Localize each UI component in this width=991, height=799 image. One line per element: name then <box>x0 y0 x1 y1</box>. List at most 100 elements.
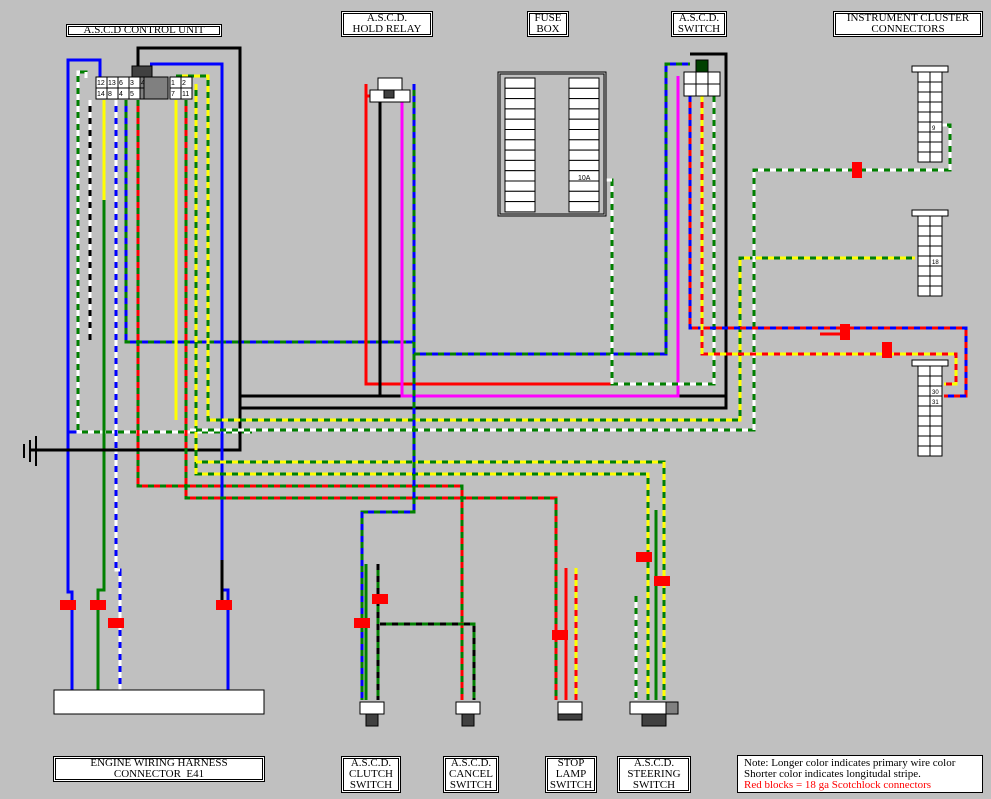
cluster-pin <box>917 71 931 83</box>
cluster-pin <box>929 131 943 143</box>
clutch-switch-connector <box>359 701 385 715</box>
cluster-pin <box>929 215 943 227</box>
wire-black-relay-lower <box>240 396 728 410</box>
fuse-slot-right <box>568 129 600 141</box>
cluster-pin <box>929 245 943 257</box>
cluster-pin-label: 31 <box>932 400 939 406</box>
switch-pin <box>707 83 721 97</box>
cluster-cap <box>911 359 949 367</box>
cluster-pin <box>917 265 931 277</box>
scotchlock-block <box>60 600 76 610</box>
stop-lamp-connector <box>557 701 583 715</box>
fuse-label-10a: 10A <box>578 175 591 182</box>
wire-blue-right-harness <box>150 62 230 690</box>
cu-pin-label: 12 <box>97 80 105 87</box>
cu-pin-label: 6 <box>119 80 123 87</box>
cluster-pin <box>917 395 931 407</box>
fuse-slot-left <box>504 180 536 192</box>
cluster-pin <box>929 91 943 103</box>
switch-pin <box>695 71 709 85</box>
cluster-pin <box>929 435 943 447</box>
wire-yellow-green-cluster <box>176 74 915 422</box>
scotchlock-block <box>216 600 232 610</box>
cu-pin-label: 14 <box>97 91 105 98</box>
wire-magenta-switch <box>400 76 680 398</box>
cluster-pin <box>917 245 931 257</box>
note-line-3: Red blocks = 18 ga Scotchlock connectors <box>744 779 932 791</box>
cluster-pin <box>917 415 931 427</box>
cu-pin-label: 11 <box>182 91 189 98</box>
label-ascd-control-unit: A.S.C.D CONTROL UNIT <box>66 24 222 37</box>
fuse-slot-left <box>504 77 536 89</box>
cluster-cap <box>911 65 949 73</box>
wire-green-blue-clutch <box>360 84 416 700</box>
cluster-pin <box>929 225 943 237</box>
cu-pin-bottom <box>180 87 193 100</box>
cu-pin-label: 3 <box>130 80 134 87</box>
cluster-pin <box>917 425 931 437</box>
cu-pin-label: 8 <box>108 91 112 98</box>
scotchlock-block <box>90 600 106 610</box>
scotchlock-block <box>552 630 568 640</box>
cu-gray-block <box>143 76 169 100</box>
cluster-pin <box>917 275 931 287</box>
wire-red-blue-cluster <box>688 96 968 398</box>
wire-blue-left-outer <box>66 58 102 434</box>
cluster-pin <box>929 141 943 153</box>
switch-key <box>695 59 709 73</box>
cluster-pin <box>917 131 931 143</box>
cluster-cap <box>911 209 949 217</box>
note-box: Note: Longer color indicates primary wir… <box>737 755 983 793</box>
cu-pin-label: 7 <box>171 91 175 98</box>
cluster-pin <box>917 81 931 93</box>
wire-green-yellow-steering <box>194 84 650 700</box>
cu-pin-label: 13 <box>108 80 116 87</box>
fuse-slot-left <box>504 190 536 203</box>
note-line-2: Shorter color indicates longitudal strip… <box>744 768 921 780</box>
wire-blue-green-switch <box>414 62 690 356</box>
cluster-pin <box>917 141 931 153</box>
cu-pin-label: 4 <box>141 80 145 87</box>
stop-lamp-body <box>557 713 583 721</box>
label-ascd-switch: A.S.C.D.SWITCH <box>671 11 727 37</box>
fuse-slot-right <box>568 201 600 213</box>
wire-red-yellow-cluster <box>700 96 958 386</box>
cluster-pin <box>917 91 931 103</box>
cluster-pin <box>929 265 943 277</box>
fuse-slot-right <box>568 180 600 192</box>
cluster-pin <box>929 81 943 93</box>
wire-black-ground <box>30 46 242 452</box>
cluster-pin <box>917 111 931 123</box>
cluster-pin <box>929 275 943 287</box>
relay-connector-top <box>377 77 403 91</box>
cluster-pin <box>917 215 931 227</box>
cluster-pin <box>929 405 943 417</box>
wire-red-green-stop <box>184 100 558 700</box>
wire-green-black-cancel <box>380 622 476 700</box>
cluster-pin-label: 18 <box>932 260 939 266</box>
fuse-slot-left <box>504 159 536 172</box>
fuse-slot-right <box>568 108 600 120</box>
cu-pin-label: 2 <box>182 80 186 87</box>
fuse-slot-left <box>504 201 536 213</box>
note-line-1: Note: Longer color indicates primary wir… <box>744 757 956 769</box>
cu-pin-label: 5 <box>130 91 134 98</box>
fuse-slot-left <box>504 139 536 151</box>
cluster-pin <box>929 151 943 163</box>
cluster-pin <box>929 71 943 83</box>
cluster-pin <box>929 425 943 437</box>
fuse-slot-right <box>568 98 600 110</box>
cluster-pin-label: 30 <box>932 390 939 396</box>
cluster-pin <box>917 255 931 267</box>
cluster-pin <box>917 435 931 447</box>
wire-red-green-cancel <box>136 100 464 700</box>
cluster-pin <box>917 365 931 377</box>
fuse-slot-right <box>568 139 600 151</box>
switch-pin <box>683 83 697 97</box>
